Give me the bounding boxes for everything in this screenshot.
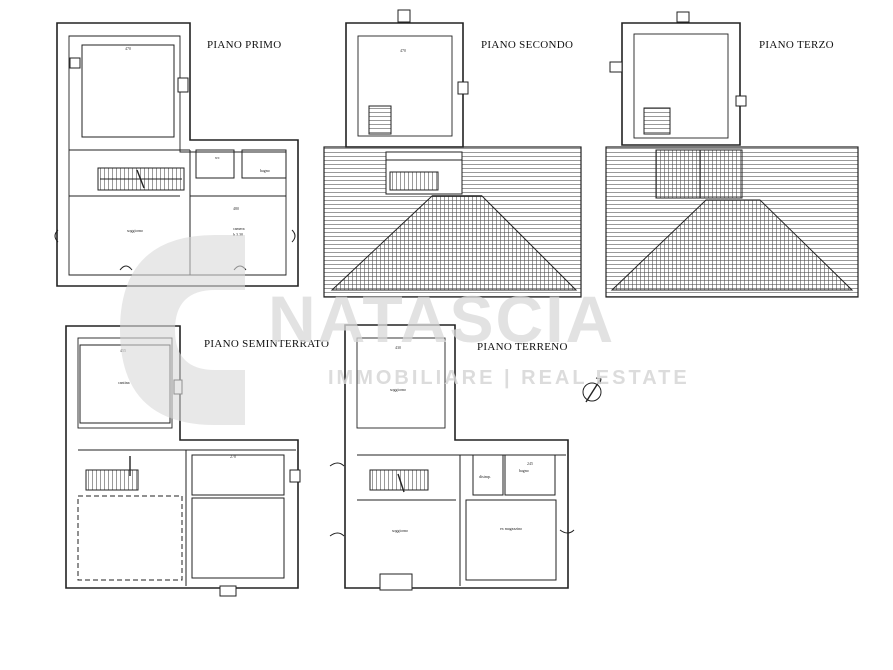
title-piano-secondo: PIANO SECONDO bbox=[481, 39, 573, 51]
title-piano-seminterrato: PIANO SEMINTERRATO bbox=[204, 338, 329, 350]
watermark-brand: NATASCIA bbox=[268, 282, 615, 356]
dim-label: 430 bbox=[395, 345, 401, 350]
watermark-logo: NATASCIA IMMOBILIARE | REAL ESTATE bbox=[120, 235, 690, 425]
floor-primo bbox=[54, 22, 299, 287]
room-wc-primo: wc bbox=[215, 155, 220, 160]
floor-terreno bbox=[329, 324, 575, 591]
floor-terzo bbox=[605, 11, 859, 298]
title-piano-terzo: PIANO TERZO bbox=[759, 39, 834, 51]
watermark-tagline: IMMOBILIARE | REAL ESTATE bbox=[328, 367, 690, 389]
room-disimpegno: disimp. bbox=[479, 474, 491, 479]
room-soggiorno-primo: soggiorno bbox=[127, 228, 143, 233]
room-camera-primo: camera bbox=[233, 226, 245, 231]
room-bagno-primo: bagno bbox=[260, 168, 270, 173]
dim-label: 470 bbox=[125, 46, 131, 51]
room-cantina: cantina bbox=[118, 380, 130, 385]
room-soggiorno-terreno-2: soggiorno bbox=[392, 528, 408, 533]
room-bagno-terreno: bagno bbox=[519, 468, 529, 473]
north-arrow-icon bbox=[582, 377, 602, 403]
floor-secondo bbox=[323, 9, 582, 298]
watermark-mark-icon bbox=[120, 235, 245, 425]
dim-label: 270 bbox=[230, 454, 236, 459]
floor-seminterrato bbox=[65, 325, 301, 597]
title-piano-primo: PIANO PRIMO bbox=[207, 39, 282, 51]
title-piano-terreno: PIANO TERRENO bbox=[477, 341, 568, 353]
dim-label: 470 bbox=[400, 48, 406, 53]
dim-label: 245 bbox=[527, 461, 533, 466]
room-ex-magazzino: ex magazzino bbox=[500, 526, 522, 531]
room-height-primo: h 3.30 bbox=[233, 232, 243, 237]
dim-label: 480 bbox=[233, 206, 239, 211]
room-soggiorno-terreno: soggiorno bbox=[390, 387, 406, 392]
